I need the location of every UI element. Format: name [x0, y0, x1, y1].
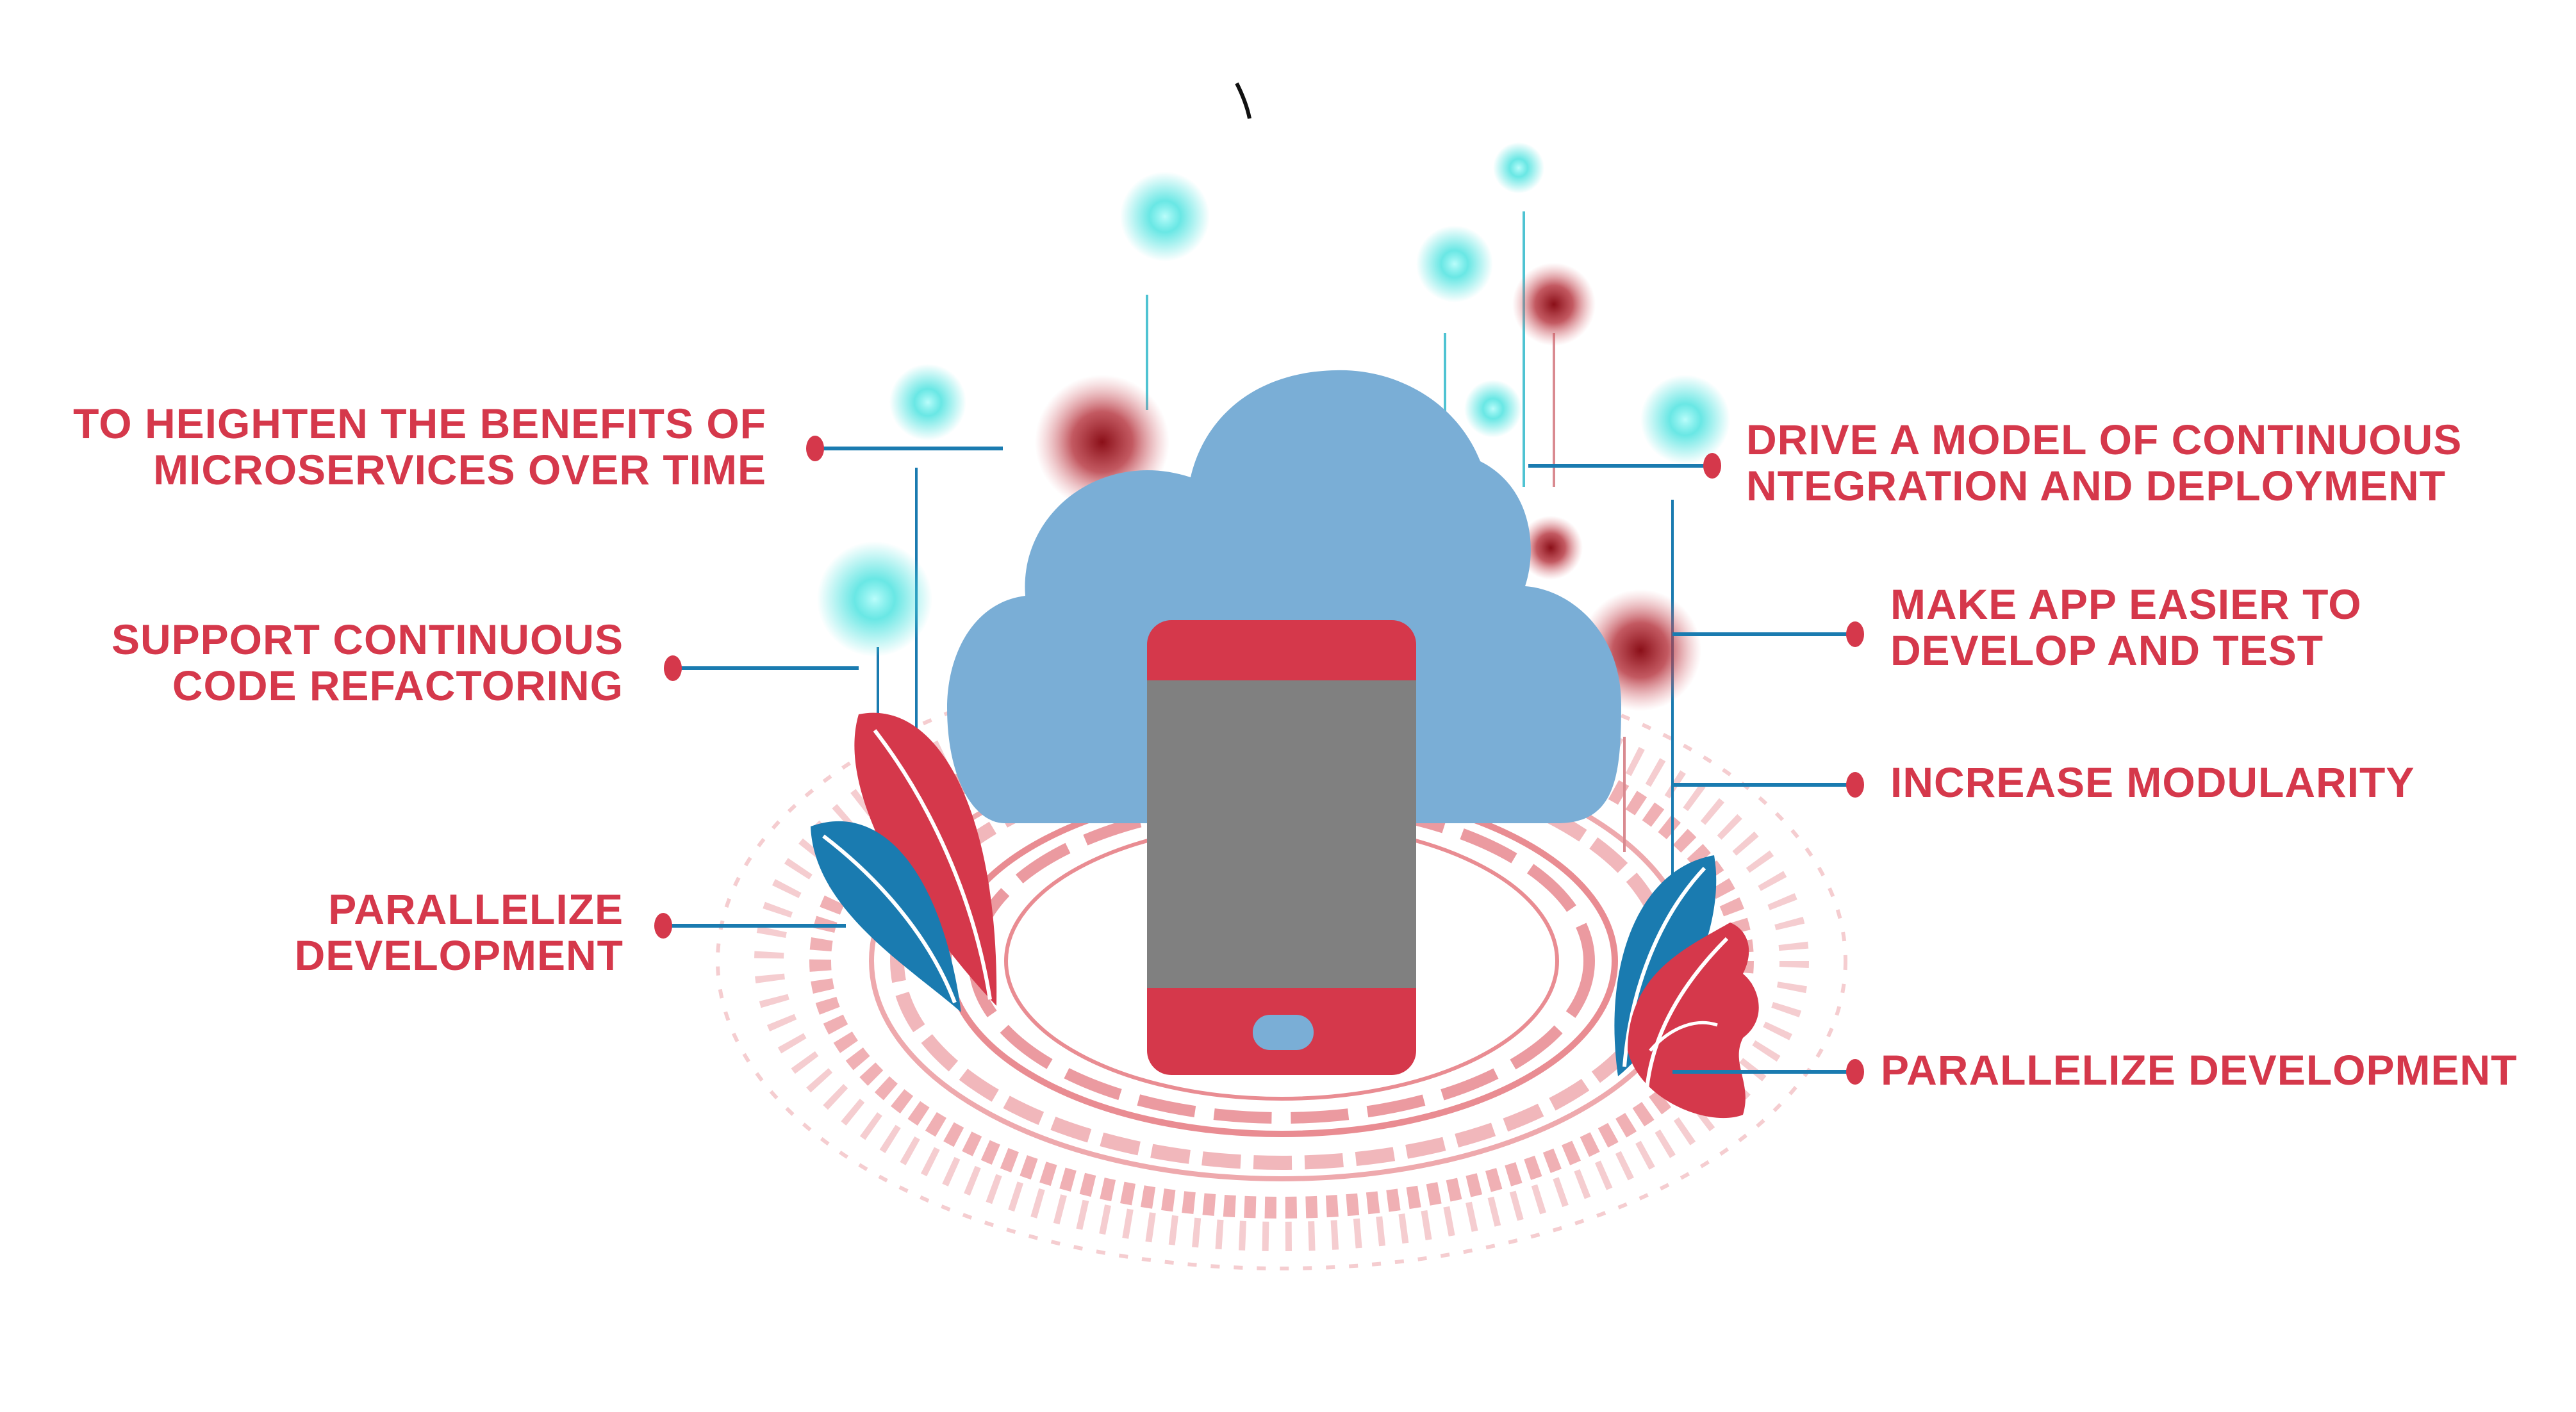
label-line: PARALLELIZE [328, 885, 623, 933]
label-line: MICROSERVICES OVER TIME [153, 446, 766, 493]
label-parallelize-development-right: PARALLELIZE DEVELOPMENT [1881, 1047, 2517, 1093]
label-line: CODE REFACTORING [172, 662, 623, 709]
label-easier-develop-test: MAKE APP EASIER TO DEVELOP AND TEST [1890, 581, 2362, 673]
right-plant-leaves [1614, 855, 1759, 1119]
glow-orbs [817, 142, 1730, 711]
label-parallelize-development-left: PARALLELIZE DEVELOPMENT [295, 886, 623, 978]
label-line: MAKE APP EASIER TO [1890, 580, 2362, 628]
connector-dots [654, 436, 1864, 1085]
label-continuous-integration: DRIVE A MODEL OF CONTINUOUS NTEGRATION A… [1746, 416, 2462, 509]
left-plant-leaves [811, 712, 997, 1012]
label-code-refactoring: SUPPORT CONTINUOUS CODE REFACTORING [111, 616, 623, 709]
label-line: DRIVE A MODEL OF CONTINUOUS [1746, 416, 2463, 463]
label-line: DEVELOP AND TEST [1890, 627, 2324, 674]
red-leaf-icon [1628, 923, 1759, 1119]
label-line: TO HEIGHTEN THE BENEFITS OF [73, 400, 766, 447]
cloud-icon [947, 370, 1621, 823]
stroke-mark-icon [1235, 82, 1251, 119]
blue-leaf-icon [811, 821, 961, 1012]
label-increase-modularity: INCREASE MODULARITY [1890, 759, 2415, 805]
label-line: NTEGRATION AND DEPLOYMENT [1746, 462, 2446, 509]
red-leaf-icon [854, 712, 997, 1006]
label-line: INCREASE MODULARITY [1890, 759, 2415, 806]
label-heighten-benefits: TO HEIGHTEN THE BENEFITS OF MICROSERVICE… [73, 400, 766, 493]
smartphone-icon [1147, 620, 1416, 1075]
label-line: DEVELOPMENT [294, 932, 623, 979]
label-line: SUPPORT CONTINUOUS [111, 616, 623, 663]
connector-lines [663, 447, 1855, 1074]
label-line: PARALLELIZE DEVELOPMENT [1881, 1046, 2518, 1094]
